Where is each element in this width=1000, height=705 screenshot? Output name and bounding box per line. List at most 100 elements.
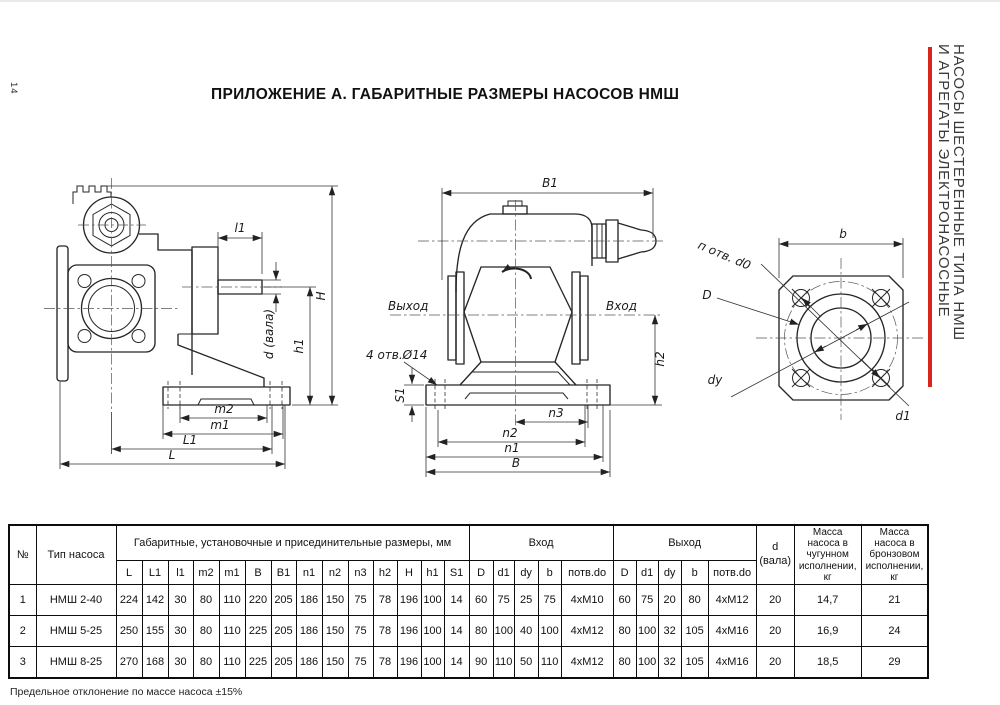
table-cell: 16,9 <box>793 615 862 647</box>
dim-n3: n3 <box>548 406 563 420</box>
dim-dy: dy <box>708 373 724 387</box>
side-view-dimensions: l1 H h1 d (вала) m2 m1 L1 L <box>59 185 338 469</box>
table-cell: 100 <box>492 615 515 647</box>
table-cell: 32 <box>657 646 682 678</box>
table-cell: 50 <box>513 646 539 678</box>
dim-m2: m2 <box>214 402 233 416</box>
dim-B: B <box>512 456 520 470</box>
col-header: потв.do <box>560 560 614 585</box>
col-header: b <box>537 560 562 585</box>
table-cell: 155 <box>141 615 169 647</box>
table-cell: 225 <box>244 615 272 647</box>
col-header: S1 <box>443 560 470 585</box>
col-header: d1 <box>492 560 515 585</box>
col-header: L1 <box>141 560 169 585</box>
table-cell: 80 <box>680 584 709 616</box>
dim-L: L <box>169 448 176 462</box>
col-header: n2 <box>321 560 349 585</box>
dim-D: D <box>702 288 711 302</box>
col-header-type: Тип насоса <box>35 524 117 585</box>
table-cell: 20 <box>755 646 795 678</box>
table-cell: 4хМ12 <box>707 584 757 616</box>
table-cell: 186 <box>295 584 323 616</box>
col-header: m1 <box>218 560 246 585</box>
dim-d1: d1 <box>895 409 910 423</box>
flange-view-geometry <box>716 258 926 420</box>
red-accent-rule <box>928 47 932 387</box>
table-cell: 105 <box>680 615 709 647</box>
dim-S1: S1 <box>393 387 407 402</box>
table-cell: 14,7 <box>793 584 862 616</box>
col-header: D <box>468 560 494 585</box>
table-cell: 20 <box>755 615 795 647</box>
dimensions-table: № Тип насоса Габаритные, установочные и … <box>8 524 930 679</box>
footnote: Предельное отклонение по массе насоса ±1… <box>10 686 243 698</box>
table-cell: 75 <box>347 584 374 616</box>
label-flange-holes: п отв. d0 <box>696 238 753 273</box>
table-cell: 3 <box>8 646 37 678</box>
col-header: D <box>612 560 637 585</box>
table-cell: 110 <box>537 646 562 678</box>
table-cell: 100 <box>537 615 562 647</box>
table-cell: 142 <box>141 584 169 616</box>
col-group-dims: Габаритные, установочные и присединитель… <box>115 524 470 561</box>
table-cell: 110 <box>218 615 246 647</box>
dim-n1: n1 <box>504 441 519 455</box>
side-view-geometry <box>44 178 291 412</box>
table-cell: 80 <box>192 646 220 678</box>
dim-H: H <box>314 291 328 300</box>
table-cell: 75 <box>537 584 562 616</box>
col-header: m2 <box>192 560 220 585</box>
table-cell: 20 <box>657 584 682 616</box>
flange-view-dimensions: b п отв. d0 D dy d1 <box>696 227 911 423</box>
table-cell: 30 <box>167 584 194 616</box>
col-header: d1 <box>635 560 659 585</box>
dim-B1: B1 <box>542 176 558 190</box>
table-cell: 105 <box>680 646 709 678</box>
table-cell: 100 <box>635 646 659 678</box>
col-header-mass-bronze: Масса насоса в бронзовом исполнении, кг <box>860 524 929 585</box>
table-cell: 24 <box>860 615 929 647</box>
shaft-header-line2: (вала) <box>759 555 792 567</box>
dim-n2: n2 <box>502 426 517 440</box>
col-header: H <box>396 560 422 585</box>
table-cell: 1 <box>8 584 37 616</box>
table-cell: 18,5 <box>793 646 862 678</box>
table-cell: 186 <box>295 615 323 647</box>
front-view-dimensions: B1 Выход Вход 4 отв.Ø14 S1 h2 n3 n2 n1 B <box>366 176 667 477</box>
page-number: 14 <box>8 82 19 95</box>
col-header: потв.do <box>707 560 757 585</box>
table-cell: 90 <box>468 646 494 678</box>
sidebar-vertical-text: НАСОСЫ ШЕСТЕРЕННЫЕ ТИПА НМШ И АГРЕГАТЫ Э… <box>935 44 967 396</box>
col-group-outlet: Выход <box>612 524 757 561</box>
flange-view-drawing: b п отв. d0 D dy d1 <box>696 227 926 423</box>
col-header-mass-iron: Масса насоса в чугунном исполнении, кг <box>793 524 862 585</box>
col-header: dy <box>513 560 539 585</box>
dim-m1: m1 <box>210 418 229 432</box>
table-cell: 78 <box>372 615 398 647</box>
table-cell: 75 <box>347 615 374 647</box>
table-cell: 100 <box>635 615 659 647</box>
col-header: B <box>244 560 272 585</box>
shaft-header-line1: d <box>772 541 779 554</box>
table-cell: 205 <box>270 615 297 647</box>
table-cell: 205 <box>270 584 297 616</box>
table-cell: 168 <box>141 646 169 678</box>
dim-h1: h1 <box>292 338 306 353</box>
table-cell: 80 <box>192 615 220 647</box>
table-cell: 20 <box>755 584 795 616</box>
side-view-drawing: l1 H h1 d (вала) m2 m1 L1 L <box>44 178 338 469</box>
table-cell: 225 <box>244 646 272 678</box>
table-cell: 4хМ10 <box>560 584 614 616</box>
table-cell: НМШ 5-25 <box>35 615 117 647</box>
dim-l1: l1 <box>235 221 246 235</box>
table-cell: 110 <box>218 584 246 616</box>
table-cell: 25 <box>513 584 539 616</box>
table-cell: 224 <box>115 584 143 616</box>
table-cell: НМШ 8-25 <box>35 646 117 678</box>
page-title: ПРИЛОЖЕНИЕ А. ГАБАРИТНЫЕ РАЗМЕРЫ НАСОСОВ… <box>211 86 680 103</box>
